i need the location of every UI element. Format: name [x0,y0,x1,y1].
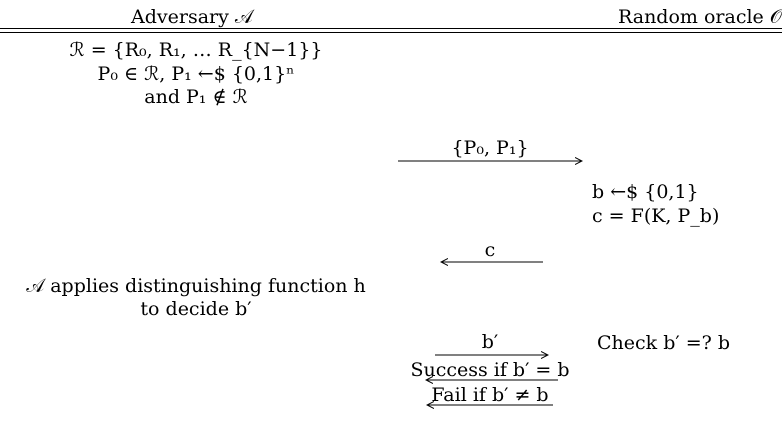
oracle-encryption: c = F(K, P_b) [592,205,720,227]
message-success-label: Success if b′ = b [410,359,570,381]
header-rule-top [0,28,782,29]
oracle-bit-choice: b ←$ {0,1} [592,181,699,203]
oracle-header: Random oracle 𝒪 [618,6,782,28]
adversary-header: Adversary 𝒜 [131,6,253,28]
message-ciphertext-label: c [484,239,496,261]
oracle-check: Check b′ =? b [597,332,731,354]
adversary-set-definition: ℛ = {R₀, R₁, … R_{N−1}} [69,39,323,61]
adversary-plaintext-choice: P₀ ∈ ℛ, P₁ ←$ {0,1}ⁿ [97,63,295,85]
adversary-decide-text: to decide b′ [140,298,252,320]
header-rule-bottom [0,32,782,33]
message-plaintexts-label: {P₀, P₁} [451,137,529,159]
adversary-plaintext-condition: and P₁ ∉ ℛ [144,86,248,108]
message-guess-label: b′ [481,331,499,353]
adversary-distinguish-text: 𝒜 applies distinguishing function h [26,275,366,297]
message-fail-label: Fail if b′ ≠ b [431,384,549,406]
